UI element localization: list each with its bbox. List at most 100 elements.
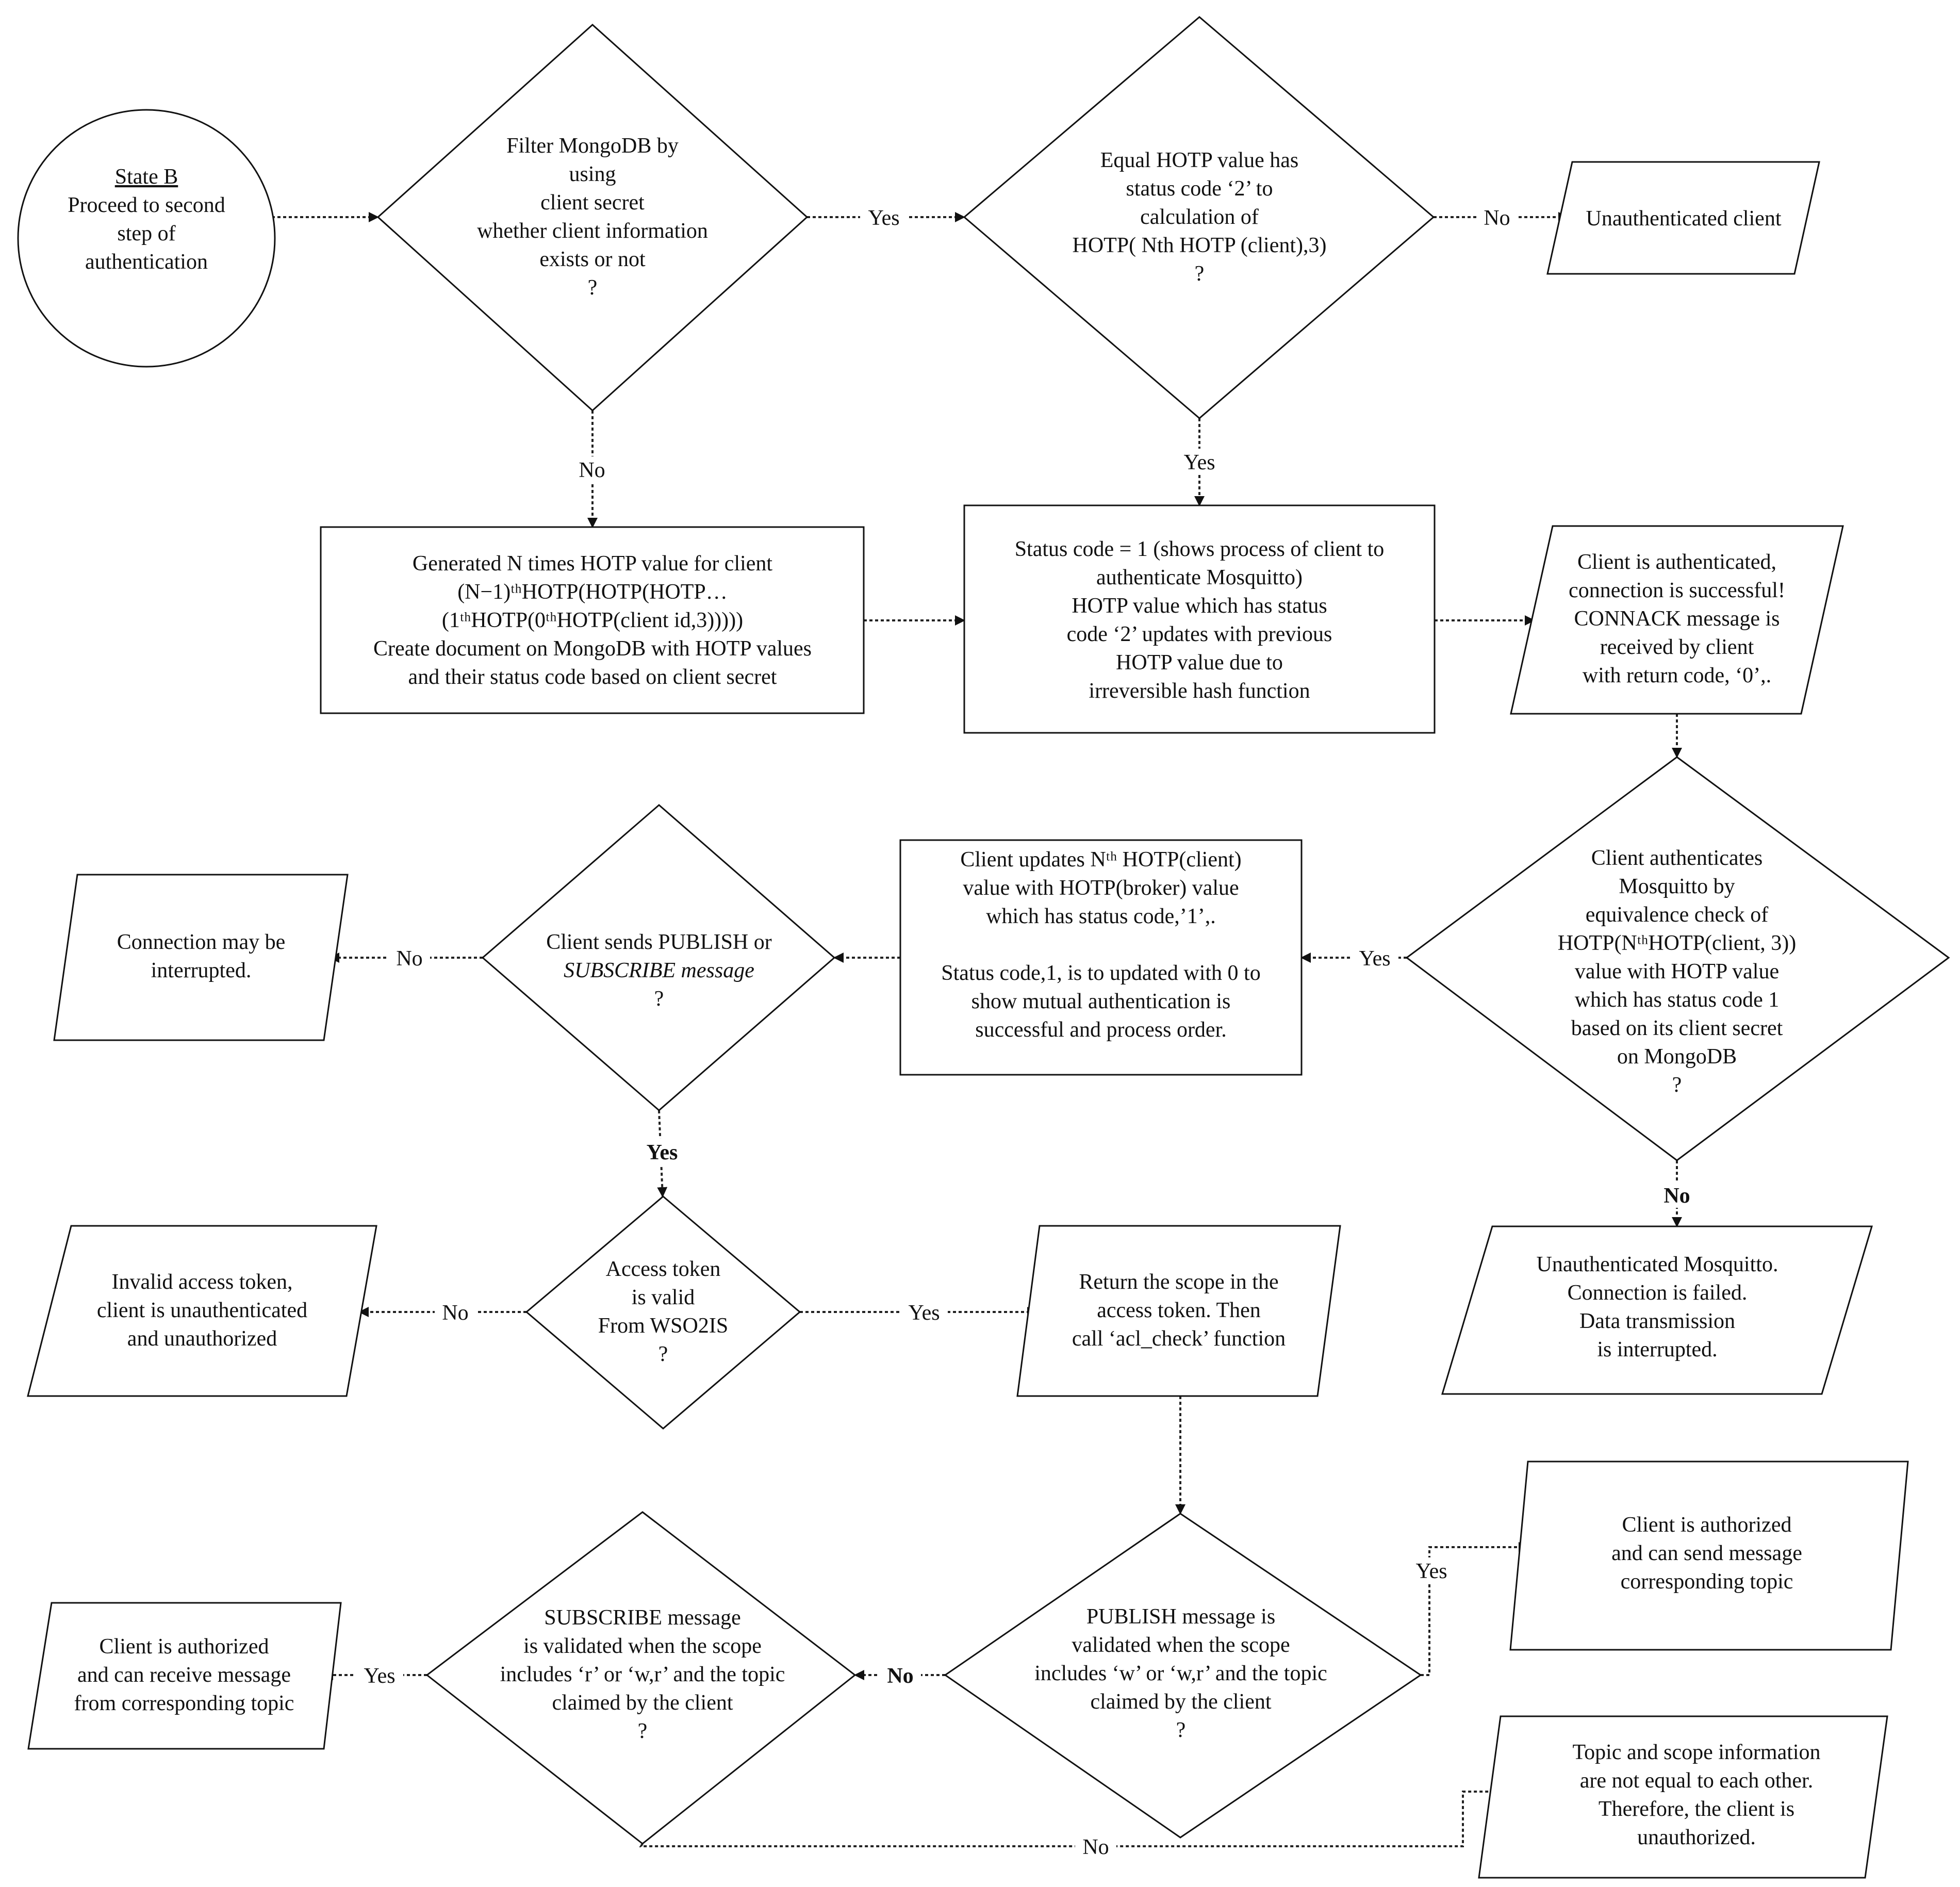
node-text-line: Data transmission xyxy=(1579,1309,1735,1333)
state-b-circle xyxy=(17,109,276,368)
node-text-line: and can send message xyxy=(1611,1541,1802,1565)
node-text-line: Topic and scope information xyxy=(1572,1741,1820,1764)
node-text-line: HOTP value due to xyxy=(1116,651,1283,675)
node-text-line: ? xyxy=(1176,1718,1186,1742)
invalid-token-text: Invalid access token,client is unauthent… xyxy=(97,1270,307,1351)
node-text-line: status code ‘2’ to xyxy=(1126,177,1273,201)
node-text-line: State B xyxy=(115,165,178,189)
authorized-receive-text: Client is authorized and can receive mess… xyxy=(74,1635,294,1715)
node-text-line: From WSO2IS xyxy=(598,1314,728,1338)
node-text-line: is validated when the scope xyxy=(523,1634,762,1658)
edge-sends-yes xyxy=(657,1110,668,1197)
node-text-line: CONNACK message is xyxy=(1574,607,1780,631)
access-token-diamond xyxy=(525,1195,801,1430)
node-text-line: claimed by the client xyxy=(552,1691,733,1715)
node-text-line: Client is authorized xyxy=(1622,1513,1792,1537)
node-text-line: Equal HOTP value has xyxy=(1100,149,1299,172)
unauth-mosquitto-text: Unauthenticated Mosquitto. Connection is … xyxy=(1537,1253,1778,1361)
node-text-line: Status code = 1 (shows process of client… xyxy=(1015,537,1385,561)
node-text-line: Proceed to second xyxy=(68,193,225,217)
node-text-line: Unauthenticated Mosquitto. xyxy=(1537,1253,1778,1276)
edge-label-subscribe-no: No xyxy=(1082,1835,1109,1859)
node-text-line: Create document on MongoDB with HOTP val… xyxy=(373,637,812,661)
node-text-line: Status code,1, is to updated with 0 to xyxy=(941,961,1260,985)
node-text-line: is valid xyxy=(632,1286,695,1309)
shapes xyxy=(17,16,1950,1879)
client-authenticated-parallelogram xyxy=(1510,525,1844,715)
node-text-line: Unauthenticated client xyxy=(1586,207,1781,231)
node-text-line: Connection is failed. xyxy=(1568,1281,1748,1305)
node-text-line: ? xyxy=(658,1342,668,1366)
unauth-client-text: Unauthenticated client xyxy=(1586,207,1781,231)
node-text-line: on MongoDB xyxy=(1617,1045,1737,1069)
node-text-line: Mosquitto by xyxy=(1619,875,1735,898)
node-text-line: interrupted. xyxy=(151,959,252,982)
node-text-line: HOTP value which has status xyxy=(1072,594,1327,618)
unauth-mosquitto-parallelogram xyxy=(1441,1225,1873,1395)
node-text-line: HOTP( Nth HOTP (client),3) xyxy=(1072,234,1326,257)
return-scope-parallelogram xyxy=(1016,1225,1341,1397)
node-text-line: (1ᵗʰHOTP(0ᵗʰHOTP(client id,3))))) xyxy=(442,609,743,632)
node-text-line: Client is authorized xyxy=(100,1635,269,1659)
node-text-line: connection is successful! xyxy=(1569,579,1785,602)
edge-label-sends-no: No xyxy=(396,947,422,971)
generate-hotp-box xyxy=(320,526,865,714)
node-text-line: ? xyxy=(654,987,664,1011)
node-text-line: successful and process order. xyxy=(975,1018,1227,1042)
edge-label-equal-no: No xyxy=(1484,206,1510,230)
client-updates-text: Client updates Nᵗʰ HOTP(client)value wit… xyxy=(941,848,1260,1042)
equal-hotp-text: Equal HOTP value has status code ‘2’ to ca… xyxy=(1072,149,1326,286)
client-sends-diamond xyxy=(481,804,836,1111)
authorized-send-parallelogram xyxy=(1509,1461,1909,1651)
filter-mongodb-diamond xyxy=(376,23,809,412)
node-text-line: is interrupted. xyxy=(1597,1338,1717,1361)
node-text-line: using xyxy=(569,162,616,186)
node-text-line: (N−1)ᵗʰHOTP(HOTP(HOTP… xyxy=(457,580,728,604)
node-text-line: from corresponding topic xyxy=(74,1692,294,1715)
edge-label-publish-no: No xyxy=(887,1664,913,1688)
node-text-line: unauthorized. xyxy=(1637,1826,1756,1849)
node-text-line: authentication xyxy=(85,250,208,274)
node-text-line: includes ‘r’ or ‘w,r’ and the topic xyxy=(500,1663,785,1686)
node-text-line: claimed by the client xyxy=(1090,1690,1271,1714)
node-text-line: value with HOTP value xyxy=(1575,960,1779,983)
publish-validated-diamond xyxy=(944,1513,1422,1839)
node-text-line: call ‘acl_check’ function xyxy=(1072,1327,1286,1351)
unauth-client-parallelogram xyxy=(1546,161,1820,275)
status-code-text: Status code = 1 (shows process of client… xyxy=(1015,537,1385,703)
node-text-line: Filter MongoDB by xyxy=(506,134,679,158)
node-text-line: which has status code,’1’,. xyxy=(986,905,1216,928)
node-text-line: which has status code 1 xyxy=(1575,988,1780,1012)
node-text-line: Client authenticates xyxy=(1591,846,1763,870)
node-text-line: are not equal to each other. xyxy=(1580,1769,1813,1793)
client-auth-mosquitto-diamond xyxy=(1405,756,1950,1161)
node-text-line: Generated N times HOTP value for client xyxy=(413,552,773,576)
subscribe-validated-diamond xyxy=(425,1511,857,1845)
node-text-line: corresponding topic xyxy=(1621,1570,1793,1594)
node-text-line: SUBSCRIBE message xyxy=(544,1606,741,1630)
node-text-line: received by client xyxy=(1600,635,1754,659)
node-text-line: calculation of xyxy=(1140,205,1259,229)
node-text-line: and can receive message xyxy=(77,1663,291,1687)
edge-label-publish-yes: Yes xyxy=(1415,1560,1447,1583)
topic-not-equal-parallelogram xyxy=(1478,1715,1888,1879)
client-updates-box xyxy=(899,839,1303,1076)
authorized-receive-parallelogram xyxy=(27,1602,342,1750)
edge-subscribe-no xyxy=(639,1786,1502,1847)
node-text-line: value with HOTP(broker) value xyxy=(963,876,1239,900)
node-text-line: Access token xyxy=(606,1257,721,1281)
invalid-token-parallelogram xyxy=(27,1225,377,1397)
connection-interrupted-parallelogram xyxy=(53,874,349,1041)
node-text-line: Connection may be xyxy=(117,930,286,954)
edge-label-token-no: No xyxy=(442,1301,468,1325)
node-text-line: show mutual authentication is xyxy=(971,990,1231,1013)
node-text-line: Client sends PUBLISH or xyxy=(546,930,772,954)
